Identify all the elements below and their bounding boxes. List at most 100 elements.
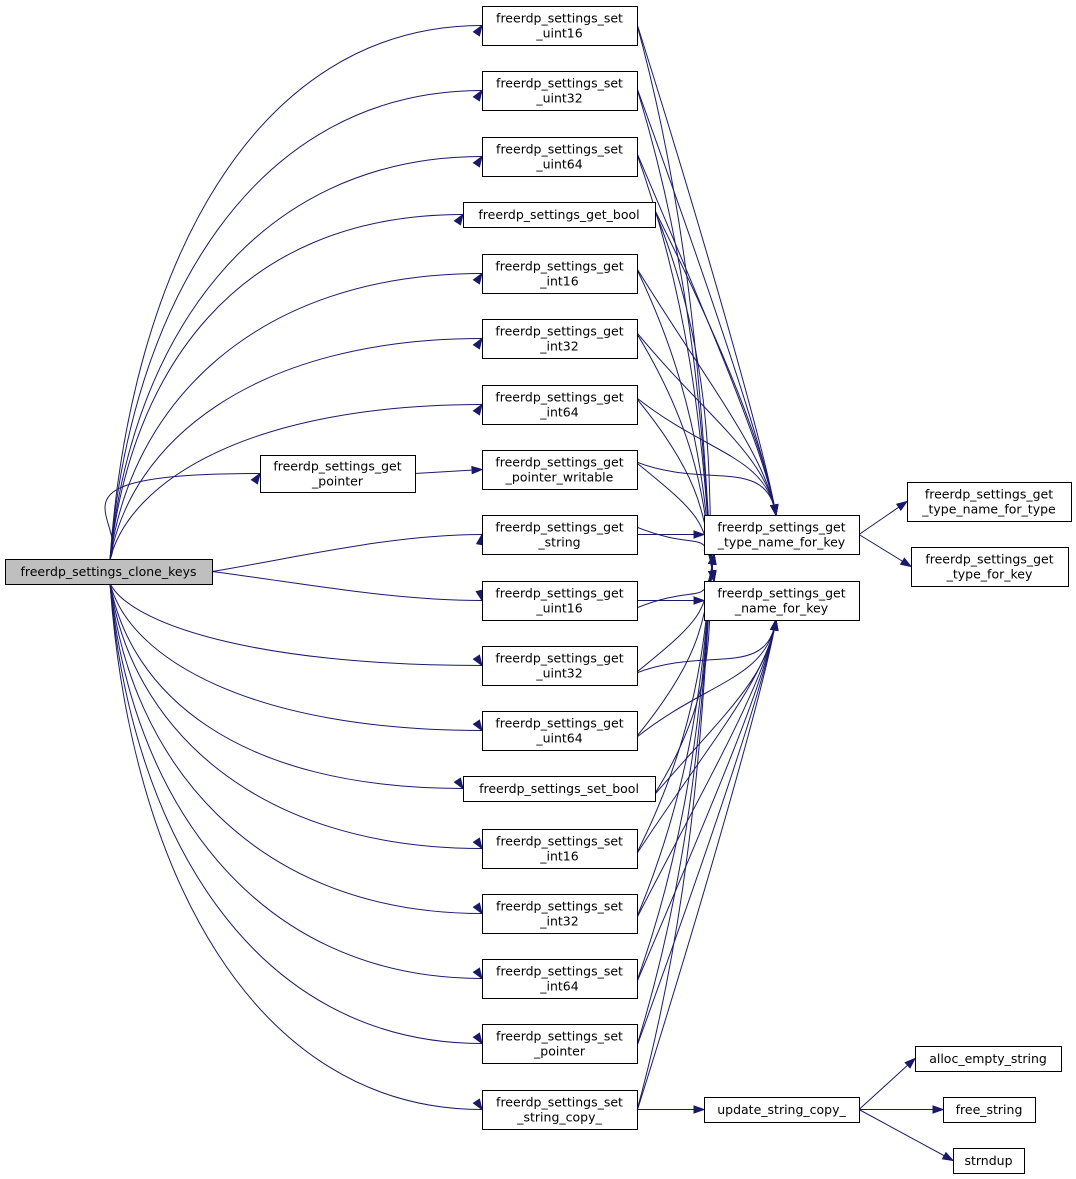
node-alloc-empty-string[interactable]: alloc_empty_string <box>915 1046 1062 1072</box>
node-label: freerdp_settings_set <box>496 142 623 157</box>
edge-set-int32-to-type-name-for-key <box>634 552 717 922</box>
edge-arrowhead <box>472 403 483 416</box>
node-label: freerdp_settings_get <box>273 459 401 474</box>
edge-line <box>109 583 483 1044</box>
node-label: freerdp_settings_get <box>495 390 623 405</box>
node-label: _int64 <box>539 979 578 994</box>
nodes-layer: freerdp_settings_clone_keys freerdp_setti… <box>5 6 1072 1174</box>
node-get-uint64[interactable]: freerdp_settings_get_uint64 <box>482 711 638 751</box>
node-label: _int64 <box>539 405 578 420</box>
node-get-int16[interactable]: freerdp_settings_get_int16 <box>482 254 638 294</box>
node-set-int16[interactable]: freerdp_settings_set_int16 <box>482 829 638 869</box>
edge-get-int16-to-type-name-for-key <box>634 265 779 517</box>
edge-arrowhead <box>770 503 779 517</box>
node-set-uint64[interactable]: freerdp_settings_set_uint64 <box>482 137 638 177</box>
edge-arrowhead <box>472 654 483 667</box>
node-set-uint32[interactable]: freerdp_settings_set_uint32 <box>482 71 638 111</box>
edge-arrowhead <box>472 24 483 37</box>
node-label: freerdp_settings_get <box>495 455 623 470</box>
edge-line <box>634 330 777 516</box>
node-box <box>482 450 638 490</box>
node-type-name-for-key[interactable]: freerdp_settings_get_type_name_for_key <box>704 515 860 555</box>
node-set-uint16[interactable]: freerdp_settings_set_uint16 <box>482 6 638 46</box>
node-label: freerdp_settings_get <box>495 520 623 535</box>
node-label: _uint32 <box>535 91 582 106</box>
node-set-bool[interactable]: freerdp_settings_set_bool <box>463 776 656 802</box>
node-box <box>911 547 1069 587</box>
node-get-pointer[interactable]: freerdp_settings_get_pointer <box>260 455 416 493</box>
node-get-pointer-writable[interactable]: freerdp_settings_get_pointer_writable <box>482 450 638 490</box>
edge-arrowhead <box>693 596 706 605</box>
node-label: _int32 <box>539 914 578 929</box>
edge-line <box>652 619 777 797</box>
edge-line <box>634 148 777 516</box>
edge-clone-keys-to-set-uint64 <box>109 155 483 560</box>
edge-line <box>634 619 777 739</box>
node-box <box>482 829 638 869</box>
edge-type-name-for-key-to-type-for-key <box>858 534 913 568</box>
edge-clone-keys-to-set-int16 <box>109 583 483 850</box>
node-free-string[interactable]: free_string <box>943 1097 1036 1123</box>
node-update-string-copy[interactable]: update_string_copy_ <box>704 1097 860 1123</box>
node-set-string-copy[interactable]: freerdp_settings_set_string_copy_ <box>482 1090 638 1130</box>
edge-line <box>109 583 483 914</box>
edge-line <box>634 265 777 516</box>
edge-line <box>109 25 483 560</box>
node-label: freerdp_settings_set <box>496 1029 623 1044</box>
edge-line <box>109 214 464 560</box>
node-box <box>482 137 638 177</box>
edge-clone-keys-to-get-uint16 <box>211 571 484 602</box>
node-label: update_string_copy_ <box>717 1102 846 1117</box>
node-clone-keys[interactable]: freerdp_settings_clone_keys <box>5 559 213 585</box>
edge-get-pointer-to-get-pointer-writable <box>414 465 484 475</box>
node-label: alloc_empty_string <box>929 1051 1047 1066</box>
node-name-for-key[interactable]: freerdp_settings_get_name_for_key <box>704 581 860 621</box>
node-box <box>704 515 860 555</box>
node-get-string[interactable]: freerdp_settings_get_string <box>482 515 638 555</box>
node-set-int64[interactable]: freerdp_settings_set_int64 <box>482 959 638 999</box>
edge-set-int64-to-name-for-key <box>634 618 779 987</box>
node-get-int64[interactable]: freerdp_settings_get_int64 <box>482 385 638 425</box>
node-get-int32[interactable]: freerdp_settings_get_int32 <box>482 319 638 359</box>
edge-arrowhead <box>693 1105 706 1114</box>
node-label: freerdp_settings_get <box>495 259 623 274</box>
node-box <box>260 455 416 493</box>
node-box <box>482 1090 638 1130</box>
edge-arrowhead <box>472 89 483 102</box>
edge-line <box>109 583 483 979</box>
node-strndup[interactable]: strndup <box>953 1148 1025 1174</box>
edge-arrowhead <box>899 557 913 568</box>
edge-line <box>109 583 483 849</box>
node-set-pointer[interactable]: freerdp_settings_set_pointer <box>482 1024 638 1064</box>
node-label: freerdp_settings_set <box>496 834 623 849</box>
node-label: _type_for_key <box>946 567 1033 582</box>
node-box <box>482 515 638 555</box>
edge-clone-keys-to-get-uint64 <box>109 583 483 732</box>
edge-line <box>634 461 777 516</box>
node-box <box>943 1097 1036 1123</box>
node-set-int32[interactable]: freerdp_settings_set_int32 <box>482 894 638 934</box>
edge-arrowhead <box>471 465 484 475</box>
node-get-uint16[interactable]: freerdp_settings_get_uint16 <box>482 581 638 621</box>
edge-clone-keys-to-set-pointer <box>109 583 483 1045</box>
node-label: _int32 <box>539 339 578 354</box>
node-label: freerdp_settings_set <box>496 1095 623 1110</box>
edge-arrowhead <box>472 967 483 980</box>
node-type-for-key[interactable]: freerdp_settings_get_type_for_key <box>911 547 1069 587</box>
edge-clone-keys-to-set-uint32 <box>109 89 483 560</box>
node-label: freerdp_settings_set <box>496 964 623 979</box>
edge-arrowhead <box>770 618 779 632</box>
edge-get-bool-to-type-name-for-key <box>652 206 779 517</box>
node-box <box>482 71 638 111</box>
node-type-name-for-type[interactable]: freerdp_settings_get_type_name_for_type <box>907 482 1072 522</box>
node-label: freerdp_settings_get <box>925 552 1053 567</box>
node-get-bool[interactable]: freerdp_settings_get_bool <box>463 202 656 228</box>
node-get-uint32[interactable]: freerdp_settings_get_uint32 <box>482 646 638 686</box>
edge-arrowhead <box>941 1151 955 1162</box>
node-label: free_string <box>956 1102 1023 1117</box>
edge-line <box>211 534 483 572</box>
edge-arrowhead <box>472 1098 483 1111</box>
edge-arrowhead <box>932 1105 945 1114</box>
node-box <box>463 776 656 802</box>
edge-arrowhead <box>472 1032 483 1045</box>
